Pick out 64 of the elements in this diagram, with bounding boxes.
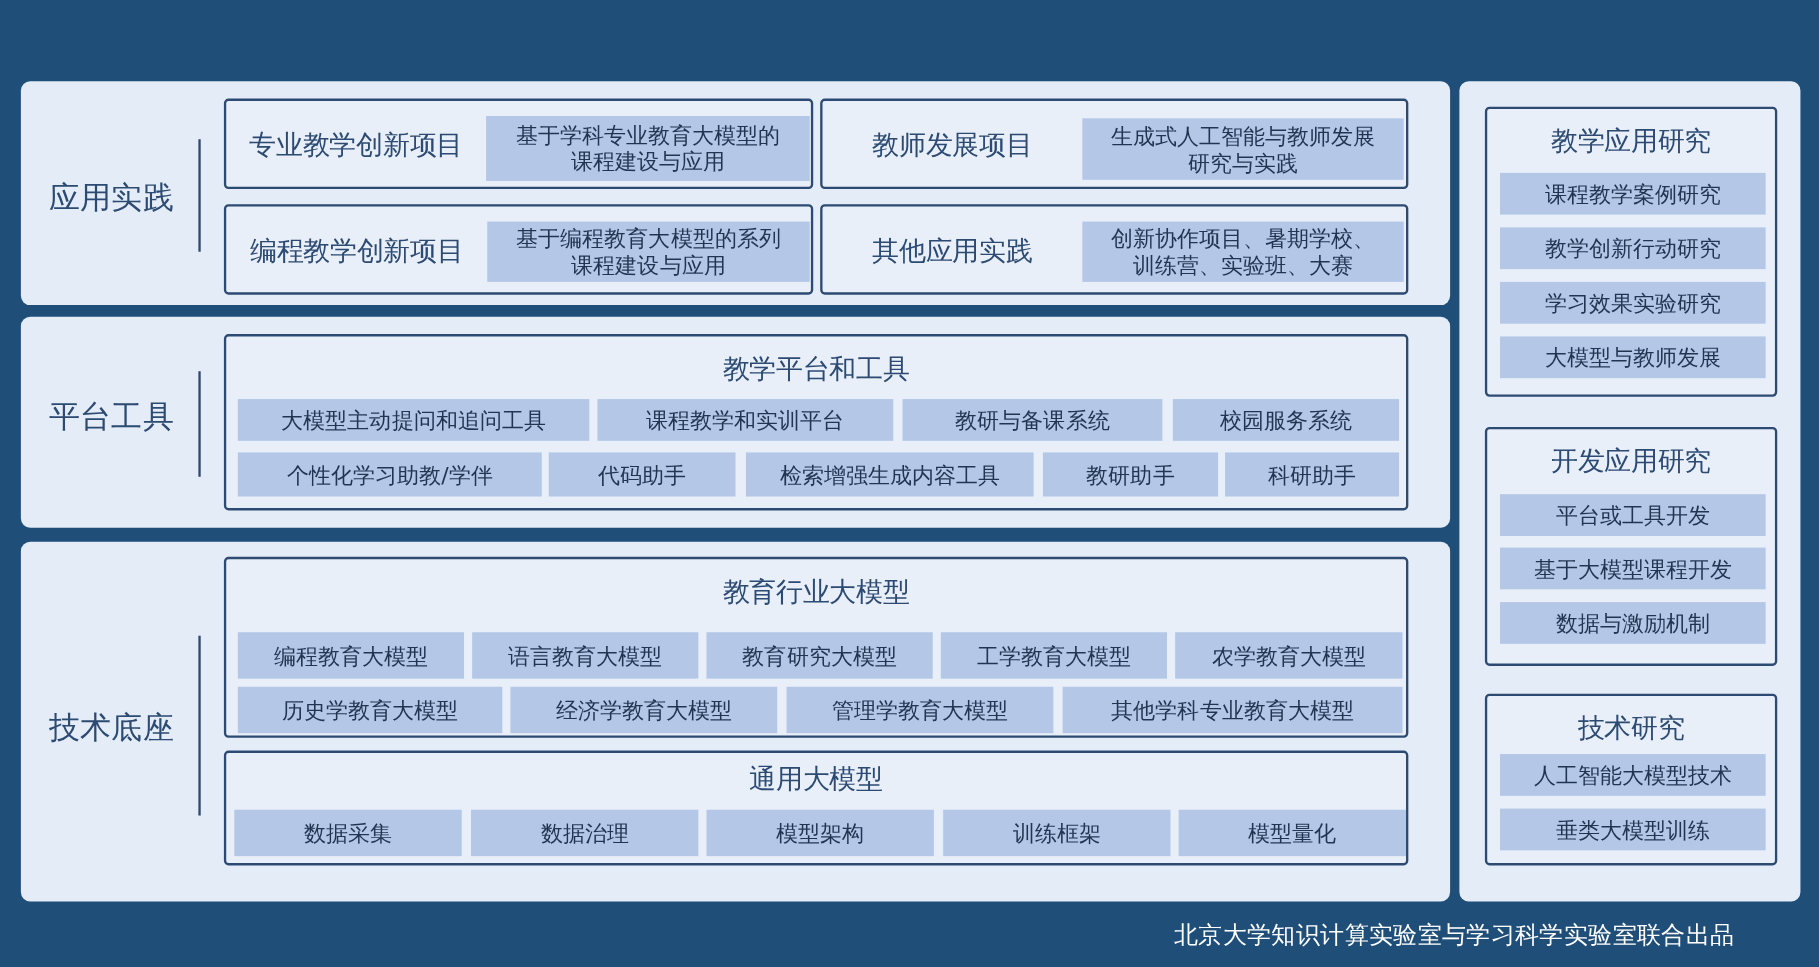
- item-box: 语言教育大模型: [472, 632, 699, 679]
- layer-panel: [20, 81, 1451, 306]
- item-box: 大模型主动提问和追问工具: [237, 399, 590, 441]
- box-title: 专业教学创新项目: [248, 128, 464, 163]
- group-box: [223, 204, 814, 295]
- item-box: 编程教育大模型: [237, 632, 465, 679]
- box-title: 技术研究: [1576, 711, 1686, 745]
- item-box: 大模型与教师发展: [1500, 336, 1766, 379]
- item-box: 基于学科专业教育大模型的课程建设与应用: [486, 116, 810, 181]
- item-box: 人工智能大模型技术: [1500, 754, 1766, 796]
- layer-label: 平台工具: [48, 396, 174, 436]
- group-box: [223, 556, 1409, 738]
- item-box: 数据治理: [471, 809, 699, 857]
- group-box: [1484, 106, 1778, 397]
- box-title: 通用大模型: [748, 762, 884, 796]
- item-box: 基于大模型课程开发: [1500, 547, 1766, 590]
- item-box: 教研与备课系统: [902, 399, 1163, 441]
- item-box: 基于编程教育大模型的系列课程建设与应用: [487, 221, 810, 282]
- item-box: 历史学教育大模型: [237, 686, 503, 734]
- side-panel: [1459, 81, 1801, 902]
- layer-label: 技术底座: [48, 707, 174, 747]
- box-title: 教育行业大模型: [721, 575, 911, 609]
- box-title: 教学应用研究: [1550, 124, 1713, 158]
- item-box: 代码助手: [548, 452, 736, 497]
- item-box: 个性化学习助教/学伴: [237, 452, 542, 497]
- item-box: 模型架构: [706, 809, 934, 857]
- item-box: 教研助手: [1042, 452, 1219, 497]
- item-box: 课程教学和实训平台: [597, 399, 894, 441]
- item-box: 经济学教育大模型: [510, 686, 778, 734]
- box-title: 教学平台和工具: [721, 352, 911, 386]
- item-box: 生成式人工智能与教师发展研究与实践: [1082, 118, 1404, 180]
- group-box: [223, 98, 814, 190]
- group-box: [820, 98, 1409, 190]
- item-box: 课程教学案例研究: [1500, 172, 1766, 215]
- item-box: 科研助手: [1225, 452, 1400, 497]
- box-title: 教师发展项目: [871, 128, 1034, 163]
- item-box: 检索增强生成内容工具: [745, 452, 1034, 497]
- item-box: 数据与激励机制: [1500, 602, 1766, 644]
- item-box: 工学教育大模型: [940, 632, 1168, 679]
- item-box: 农学教育大模型: [1175, 632, 1403, 679]
- group-box: [820, 204, 1409, 295]
- layer-label: 应用实践: [48, 177, 174, 217]
- item-box: 训练框架: [943, 809, 1171, 857]
- item-box: 管理学教育大模型: [786, 686, 1054, 734]
- item-box: 教育研究大模型: [706, 632, 933, 679]
- item-box: 教学创新行动研究: [1500, 227, 1766, 270]
- group-box: [1484, 693, 1778, 866]
- item-box: 创新协作项目、暑期学校、训练营、实验班、大赛: [1082, 221, 1404, 282]
- item-box: 模型量化: [1178, 809, 1406, 857]
- item-box: 平台或工具开发: [1500, 494, 1766, 536]
- layer-panel: [20, 541, 1451, 902]
- group-box: [1484, 426, 1778, 666]
- item-box: 学习效果实验研究: [1500, 281, 1766, 324]
- layer-panel: [20, 316, 1451, 528]
- box-title: 开发应用研究: [1550, 444, 1713, 478]
- item-box: 垂类大模型训练: [1500, 808, 1766, 851]
- item-box: 其他学科专业教育大模型: [1062, 686, 1403, 734]
- group-box: [223, 334, 1409, 511]
- credit-note: 北京大学知识计算实验室与学习科学实验室联合出品: [1174, 920, 1735, 951]
- item-box: 校园服务系统: [1172, 399, 1400, 441]
- item-box: 数据采集: [234, 809, 462, 857]
- box-title: 编程教学创新项目: [249, 234, 465, 268]
- group-box: [223, 750, 1409, 866]
- box-title: 其他应用实践: [871, 234, 1034, 268]
